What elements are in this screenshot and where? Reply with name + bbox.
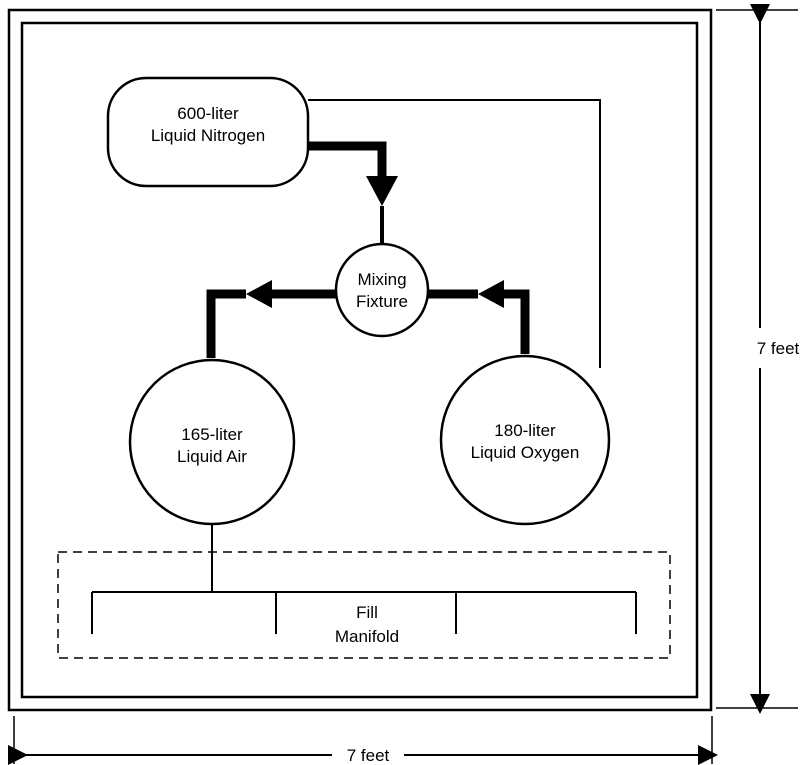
nitrogen-tank — [106, 76, 310, 188]
oxygen-flow-arrowhead — [478, 280, 504, 308]
oxygen-flow-line — [502, 289, 530, 354]
fill-manifold-label-1: Fill — [356, 603, 378, 622]
fill-manifold-boundary — [57, 551, 671, 659]
nitrogen-tank-label-2: Liquid Nitrogen — [151, 126, 265, 145]
air-flow-arrowhead — [246, 280, 272, 308]
oxygen-tank-label-2: Liquid Oxygen — [471, 443, 580, 462]
width-dimension-label: 7 feet — [347, 746, 390, 765]
nitrogen-tank-label-1: 600-liter — [177, 104, 239, 123]
fill-manifold-label-2: Manifold — [335, 627, 399, 646]
mixing-fixture-label-1: Mixing — [357, 270, 406, 289]
vent-line — [308, 99, 601, 368]
mixing-fixture — [334, 242, 430, 338]
air-tank-label-2: Liquid Air — [177, 447, 247, 466]
air-tank-label-1: 165-liter — [181, 425, 243, 444]
oxygen-tank-label-1: 180-liter — [494, 421, 556, 440]
nitrogen-flow-line — [300, 141, 387, 180]
oxygen-tank — [439, 354, 611, 526]
air-inlet-line — [206, 289, 246, 358]
height-dimension-label: 7 feet — [757, 339, 800, 358]
enclosure-inner-frame — [20, 21, 699, 699]
mixing-fixture-label-2: Fixture — [356, 292, 408, 311]
nitrogen-flow-arrowhead — [366, 176, 398, 206]
enclosure-outer-frame — [7, 8, 713, 712]
